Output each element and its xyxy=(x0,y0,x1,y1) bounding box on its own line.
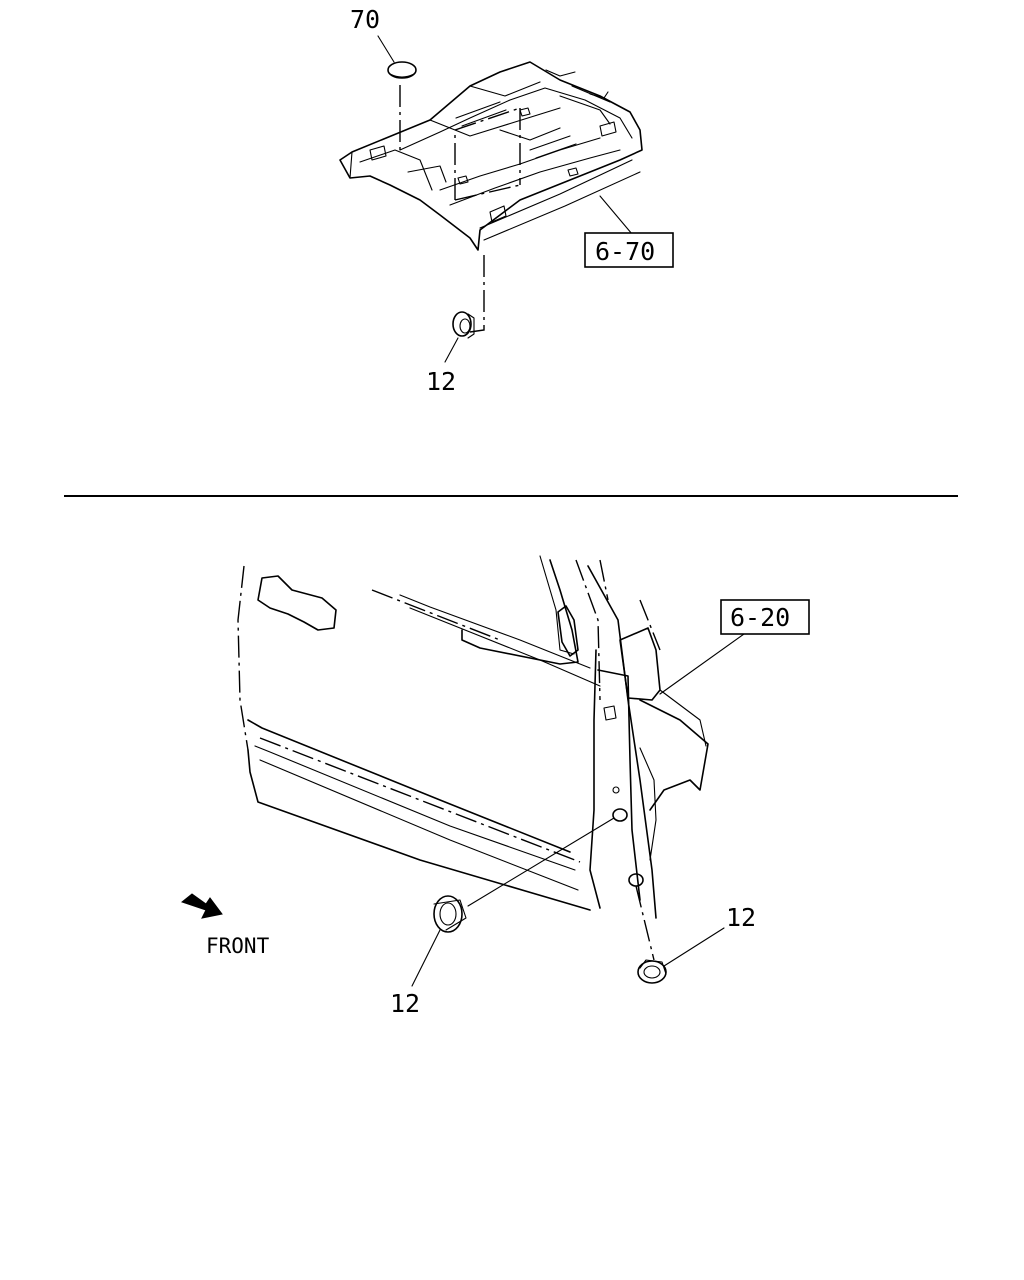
grommet-12-left-icon xyxy=(433,895,467,933)
callout-12-right: 12 xyxy=(726,903,756,932)
floor-panel-view: 70 12 6-70 xyxy=(339,5,674,396)
callout-12-left: 12 xyxy=(390,989,420,1018)
front-label: FRONT xyxy=(206,934,270,958)
callout-70: 70 xyxy=(350,5,380,34)
plug-70-icon xyxy=(387,61,417,79)
svg-text:6-70: 6-70 xyxy=(595,237,655,266)
door-pillar-view: 12 12 6-20 FRONT xyxy=(180,555,810,1018)
pillar xyxy=(575,559,709,919)
svg-text:6-20: 6-20 xyxy=(730,603,790,632)
reference-box-6-20 xyxy=(720,599,810,635)
reference-box-6-70 xyxy=(584,232,674,268)
front-arrow-icon xyxy=(180,893,223,919)
floor-panel xyxy=(339,61,643,251)
callout-12-top: 12 xyxy=(426,367,456,396)
grommet-12-top-icon xyxy=(452,311,475,339)
grommet-12-right-icon xyxy=(637,959,667,984)
door-panel xyxy=(237,555,601,911)
